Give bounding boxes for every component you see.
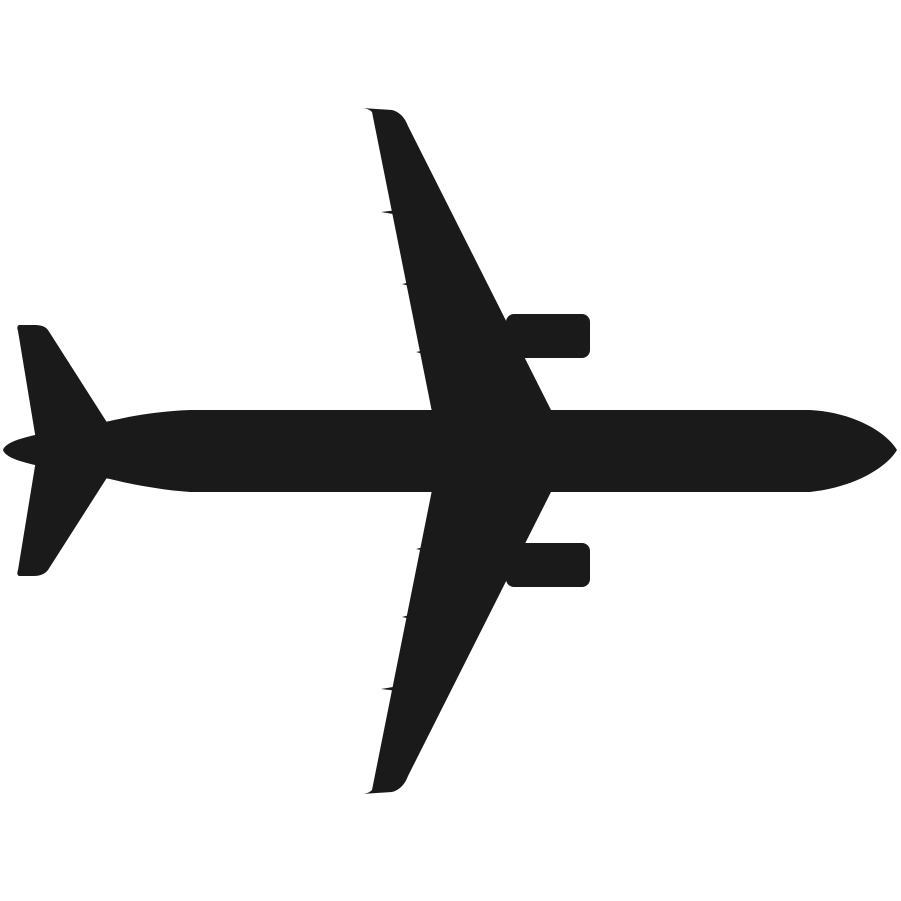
- lower-wing: [362, 490, 552, 794]
- upper-engine: [506, 314, 590, 358]
- fuselage: [3, 410, 897, 492]
- lower-engine: [506, 543, 590, 587]
- upper-wing: [362, 108, 552, 412]
- lower-horizontal-stabilizer: [17, 460, 108, 576]
- flap-fairings: [381, 210, 427, 691]
- upper-horizontal-stabilizer: [17, 325, 108, 440]
